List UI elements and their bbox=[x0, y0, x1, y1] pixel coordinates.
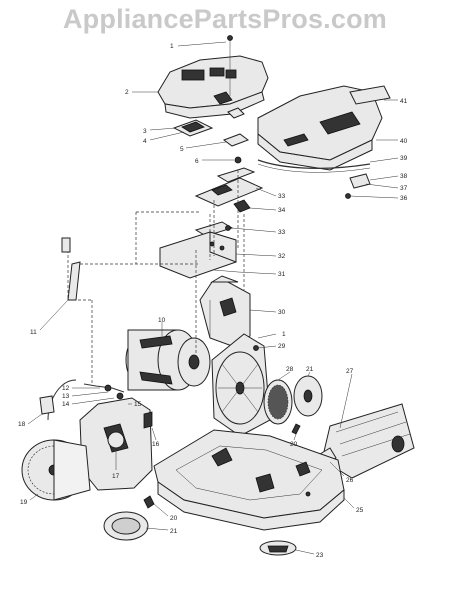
upper-housing-part bbox=[159, 231, 239, 279]
callout-3-upper: 3 bbox=[143, 128, 147, 135]
lid-gasket-part bbox=[257, 159, 371, 173]
callout-1-top: 1 bbox=[170, 43, 174, 50]
caster-part bbox=[259, 540, 297, 556]
callout-16: 16 bbox=[152, 441, 160, 448]
leader-lines bbox=[27, 41, 399, 555]
fan-chamber-part bbox=[211, 333, 271, 437]
callout-33-lower: 33 bbox=[278, 229, 286, 236]
filter-screen-part bbox=[263, 379, 293, 425]
callout-5: 5 bbox=[180, 146, 184, 153]
latch-part bbox=[345, 173, 371, 199]
callout-39: 39 bbox=[400, 155, 408, 162]
callout-4: 4 bbox=[143, 138, 147, 145]
cord-part bbox=[39, 237, 125, 421]
motor-part bbox=[125, 322, 211, 391]
callout-30: 30 bbox=[278, 309, 286, 316]
screw-part-3 bbox=[143, 495, 155, 509]
callout-37: 37 bbox=[400, 185, 408, 192]
callout-14: 14 bbox=[62, 401, 70, 408]
alignment-lines bbox=[80, 170, 245, 384]
callout-labels: 1 2 3 4 5 6 33 34 33 32 31 30 1 29 11 10… bbox=[18, 43, 408, 559]
callout-2: 2 bbox=[125, 89, 129, 96]
callout-20-lower: 20 bbox=[170, 515, 178, 522]
callout-23: 23 bbox=[316, 552, 324, 559]
callout-12: 12 bbox=[62, 385, 70, 392]
callout-11: 11 bbox=[30, 329, 37, 336]
callout-38: 38 bbox=[400, 173, 408, 180]
callout-36: 36 bbox=[400, 195, 408, 202]
callout-28: 28 bbox=[286, 366, 294, 373]
callout-33-upper: 33 bbox=[278, 193, 286, 200]
rear-wheel-part bbox=[21, 439, 91, 501]
callout-32: 32 bbox=[278, 253, 286, 260]
callout-18: 18 bbox=[18, 421, 26, 428]
lid-cover-part bbox=[257, 85, 383, 171]
latch-plate-part bbox=[172, 107, 250, 164]
screw-part-2 bbox=[291, 423, 301, 435]
callout-31: 31 bbox=[278, 271, 286, 278]
hood-cover-part bbox=[157, 40, 269, 119]
nameplate-part bbox=[349, 85, 391, 105]
callout-21-lower: 21 bbox=[170, 528, 178, 535]
front-wheel-part bbox=[103, 511, 149, 541]
callout-21-upper: 21 bbox=[306, 366, 314, 373]
rear-cover-part bbox=[79, 397, 153, 491]
callout-13: 13 bbox=[62, 393, 70, 400]
callout-34: 34 bbox=[278, 207, 286, 214]
callout-29: 29 bbox=[278, 343, 286, 350]
callout-41: 41 bbox=[400, 98, 408, 105]
switch-housing-part bbox=[194, 167, 264, 237]
base-housing-part bbox=[153, 429, 345, 531]
bracket-part bbox=[199, 275, 251, 347]
callout-26: 26 bbox=[346, 477, 354, 484]
callout-25: 25 bbox=[356, 507, 364, 514]
callout-17: 17 bbox=[112, 473, 120, 480]
callout-19: 19 bbox=[20, 499, 28, 506]
callout-40: 40 bbox=[400, 138, 408, 145]
callout-10: 10 bbox=[158, 317, 166, 324]
watermark-logo: AppliancePartsPros.com bbox=[62, 4, 387, 34]
wheel-cap-part bbox=[293, 375, 323, 417]
callout-27: 27 bbox=[346, 368, 354, 375]
callout-20-upper: 20 bbox=[290, 441, 298, 448]
callout-15: 15 bbox=[134, 401, 142, 408]
screw-part bbox=[227, 35, 233, 41]
callout-1-mid: 1 bbox=[282, 331, 286, 338]
callout-6: 6 bbox=[195, 158, 199, 165]
